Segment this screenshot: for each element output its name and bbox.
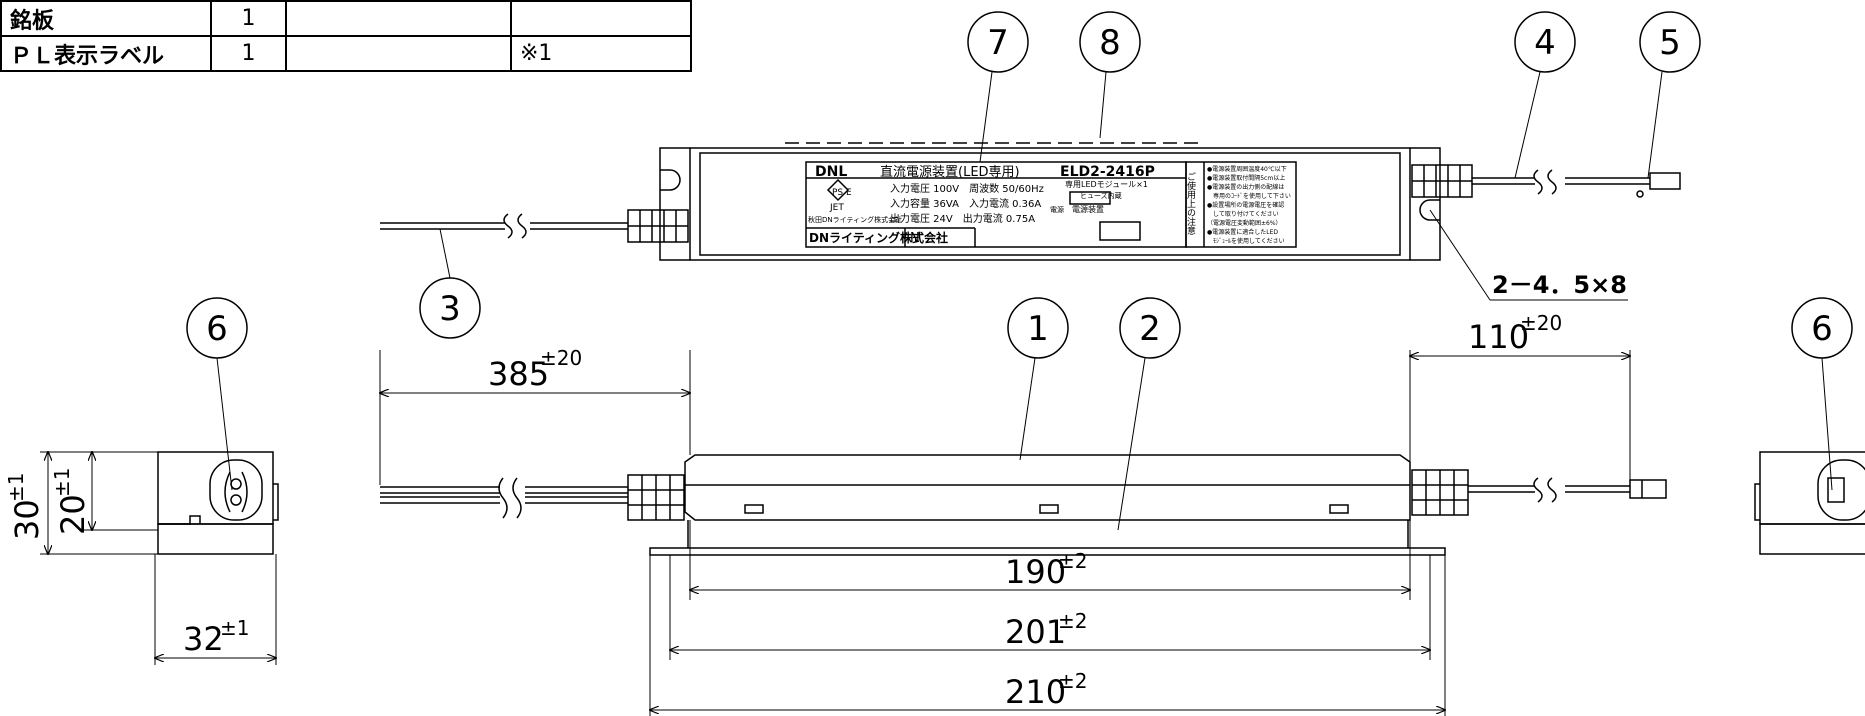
callout-5: 5 <box>1659 23 1681 63</box>
company-name: DNライティング株式会社 <box>809 230 948 245</box>
callout-5-circle <box>1639 11 1701 73</box>
caution-line: （電源電圧変動範囲±6%） <box>1207 219 1282 227</box>
dim-201-value: 201 <box>1005 613 1066 651</box>
dim-385-value: 385 <box>488 355 549 393</box>
callout-8: 8 <box>1099 23 1121 63</box>
leader-lines <box>216 71 1833 531</box>
caution-line: ●設置場所の電源電圧を確認 <box>1207 201 1284 209</box>
dim-385-tol: ±20 <box>540 346 582 370</box>
side-right-body <box>1759 451 1865 525</box>
side-view-left <box>157 451 279 555</box>
callout-1-circle <box>1007 297 1069 359</box>
caution-line: ●電源装置取付間隔5cm以上 <box>1207 174 1285 182</box>
pse-mark: PS E <box>832 188 852 198</box>
module-note: 専用LEDモジュール×1 <box>1065 179 1148 189</box>
left-flange <box>659 147 690 261</box>
callout-6-right: 6 <box>1811 309 1833 349</box>
dim-30-tol: ±1 <box>4 473 28 502</box>
caution-line: ●電源装置周囲温度40℃以下 <box>1207 165 1287 173</box>
callout-7-circle <box>967 11 1029 73</box>
part-name-cell: 銘板 <box>0 0 212 37</box>
part-qty-cell: 1 <box>210 0 287 37</box>
dim-20-tol: ±1 <box>50 468 74 497</box>
caution-line: ●電源装置に適合したLED <box>1207 228 1278 236</box>
parts-table: 銘板 1 ＰＬ表示ラベル 1 ※1 <box>0 0 692 72</box>
dimension-labels: 385 ±20 110 ±20 190 ±2 201 ±2 210 ±2 32 … <box>4 271 1627 711</box>
callout-4-circle <box>1514 11 1576 73</box>
vent-slot <box>1329 504 1349 514</box>
callout-numbers: 7 8 4 5 3 1 2 6 6 <box>206 23 1833 349</box>
side-view-right <box>1754 451 1865 555</box>
jet-mark: JET <box>829 203 844 213</box>
fuse-note: ヒューズ内蔵 <box>1080 191 1122 200</box>
dim-30-value: 30 <box>8 499 46 540</box>
right-connector <box>1649 172 1681 190</box>
part-note-cell: ※1 <box>510 35 692 72</box>
callout-2-circle <box>1119 297 1181 359</box>
spec-line-3: 出力電圧 24V 出力電流 0.75A <box>890 212 1035 225</box>
caution-line: して取り付けてください <box>1207 210 1279 218</box>
maker-small: 秋田DNライティング株式会社 <box>808 215 902 224</box>
front-housing <box>684 454 1411 521</box>
dim-110-tol: ±20 <box>1520 311 1562 335</box>
part-name-cell: ＰＬ表示ラベル <box>0 35 212 72</box>
caution-title: ご使用上の注意 <box>1185 171 1196 235</box>
parts-table-row: ＰＬ表示ラベル 1 ※1 <box>0 35 692 72</box>
dim-190-value: 190 <box>1005 553 1066 591</box>
mount-hole-callout: 2－4．5×8 <box>1492 271 1627 299</box>
housing-inner-outline <box>699 152 1401 256</box>
dim-201-tol: ±2 <box>1058 609 1087 633</box>
part-material-cell <box>285 0 512 37</box>
dim-210-value: 210 <box>1005 673 1066 711</box>
dim-32-tol: ±1 <box>220 616 249 640</box>
product-name: 直流電源装置(LED専用) <box>880 165 1020 180</box>
part-qty-cell: 1 <box>210 35 287 72</box>
callout-4: 4 <box>1534 23 1556 63</box>
vent-slot <box>744 504 764 514</box>
model-number: ELD2-2416P <box>1060 164 1155 180</box>
lot-code: N <box>910 231 920 246</box>
dim-110-value: 110 <box>1468 318 1529 356</box>
caution-box <box>1185 161 1297 248</box>
part-note-cell <box>510 0 692 37</box>
callout-1: 1 <box>1027 309 1049 349</box>
spec-line-2: 入力容量 36VA 入力電流 0.36A <box>890 197 1041 210</box>
right-flange <box>1410 147 1441 261</box>
caution-line: ﾓｼﾞｭｰﾙを使用してください <box>1207 237 1285 245</box>
callout-2: 2 <box>1139 309 1161 349</box>
nameplate-text: DNL 直流電源装置(LED専用) ELD2-2416P PS E JET 秋田… <box>808 164 1291 246</box>
callout-3: 3 <box>439 289 461 329</box>
front-right-connector <box>1629 479 1667 499</box>
pse-diamond <box>826 178 850 202</box>
dim-210-tol: ±2 <box>1058 669 1087 693</box>
dim-190-tol: ±2 <box>1058 549 1087 573</box>
caution-line: 専用のｺｰﾄﾞを使用して下さい <box>1207 192 1291 200</box>
top-view <box>380 142 1681 261</box>
power-label: 電源 <box>1050 205 1064 214</box>
left-slot <box>660 169 681 191</box>
callout-7: 7 <box>987 23 1009 63</box>
dimension-lines <box>40 209 1630 716</box>
side-left-connector <box>209 459 263 521</box>
vent-slot <box>1039 504 1059 514</box>
callout-balloons <box>186 11 1853 359</box>
front-view <box>380 454 1667 556</box>
parts-table-row: 銘板 1 <box>0 0 692 37</box>
brand-logo: DNL <box>815 164 847 180</box>
callout-6-left: 6 <box>206 309 228 349</box>
side-right-connector <box>1817 459 1865 521</box>
right-slot <box>1419 199 1440 221</box>
device-label: 電源装置 <box>1072 204 1104 214</box>
spec-line-1: 入力電圧 100V 周波数 50/60Hz <box>890 182 1044 195</box>
callout-8-circle <box>1079 11 1141 73</box>
caution-line: ●電源装置の出力側の配線は <box>1207 183 1284 191</box>
housing-outline <box>689 147 1411 261</box>
dim-32-value: 32 <box>183 620 224 658</box>
part-material-cell <box>285 35 512 72</box>
dim-20-value: 20 <box>54 494 92 535</box>
